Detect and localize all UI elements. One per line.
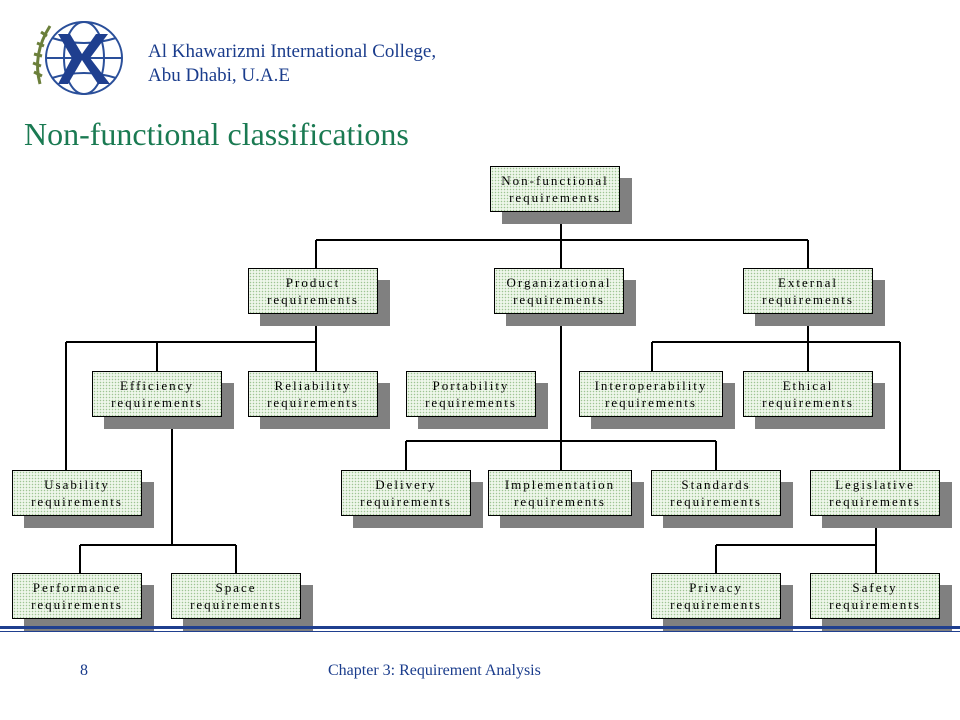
- node-label: Implementation: [504, 477, 616, 492]
- node-label: Interoperability: [594, 378, 708, 393]
- node-label: Standards: [681, 477, 751, 492]
- footer-chapter: Chapter 3: Requirement Analysis: [328, 662, 541, 679]
- node-delivery-requirements: Delivery requirements: [341, 470, 483, 528]
- node-non-functional-requirements: Non-functional requirements: [490, 166, 632, 224]
- node-label: requirements: [190, 597, 282, 612]
- footer-divider-thin: [0, 631, 960, 632]
- college-name: Al Khawarizmi International College, Abu…: [148, 40, 436, 88]
- node-portability-requirements: Portability requirements: [406, 371, 548, 429]
- node-efficiency-requirements: Efficiency requirements: [92, 371, 234, 429]
- node-label: Reliability: [274, 378, 352, 393]
- node-label: Legislative: [835, 477, 915, 492]
- node-label: Product: [285, 275, 341, 290]
- node-label: Delivery: [375, 477, 437, 492]
- college-name-line2: Abu Dhabi, U.A.E: [148, 65, 290, 86]
- node-product-requirements: Product requirements: [248, 268, 390, 326]
- node-label: Ethical: [782, 378, 834, 393]
- node-interoperability-requirements: Interoperability requirements: [579, 371, 735, 429]
- node-implementation-requirements: Implementation requirements: [488, 470, 644, 528]
- node-label: requirements: [267, 292, 359, 307]
- node-label: Usability: [44, 477, 110, 492]
- node-usability-requirements: Usability requirements: [12, 470, 154, 528]
- node-label: requirements: [829, 597, 921, 612]
- node-label: External: [777, 275, 839, 290]
- node-label: Performance: [32, 580, 122, 595]
- node-privacy-requirements: Privacy requirements: [651, 573, 793, 631]
- node-label: requirements: [605, 395, 697, 410]
- node-label: requirements: [513, 292, 605, 307]
- footer-divider: [0, 626, 960, 629]
- node-space-requirements: Space requirements: [171, 573, 313, 631]
- node-label: requirements: [762, 292, 854, 307]
- node-label: requirements: [514, 494, 606, 509]
- node-label: Space: [215, 580, 257, 595]
- node-reliability-requirements: Reliability requirements: [248, 371, 390, 429]
- page-number: 8: [80, 662, 88, 679]
- node-label: requirements: [31, 494, 123, 509]
- node-label: Safety: [852, 580, 898, 595]
- node-label: Efficiency: [120, 378, 194, 393]
- node-label: Portability: [432, 378, 510, 393]
- node-label: requirements: [509, 190, 601, 205]
- node-safety-requirements: Safety requirements: [810, 573, 952, 631]
- college-logo: [32, 21, 123, 95]
- node-label: requirements: [670, 494, 762, 509]
- node-label: requirements: [31, 597, 123, 612]
- node-label: requirements: [360, 494, 452, 509]
- node-label: requirements: [425, 395, 517, 410]
- node-legislative-requirements: Legislative requirements: [810, 470, 952, 528]
- node-label: requirements: [267, 395, 359, 410]
- node-label: requirements: [111, 395, 203, 410]
- node-external-requirements: External requirements: [743, 268, 885, 326]
- node-label: Organizational: [506, 275, 612, 290]
- node-label: Privacy: [689, 580, 743, 595]
- node-performance-requirements: Performance requirements: [12, 573, 154, 631]
- page-title: Non-functional classifications: [24, 116, 409, 152]
- node-ethical-requirements: Ethical requirements: [743, 371, 885, 429]
- node-standards-requirements: Standards requirements: [651, 470, 793, 528]
- node-label: requirements: [829, 494, 921, 509]
- node-label: Non-functional: [501, 173, 609, 188]
- college-name-line1: Al Khawarizmi International College,: [148, 41, 437, 62]
- node-organizational-requirements: Organizational requirements: [494, 268, 636, 326]
- node-label: requirements: [762, 395, 854, 410]
- node-label: requirements: [670, 597, 762, 612]
